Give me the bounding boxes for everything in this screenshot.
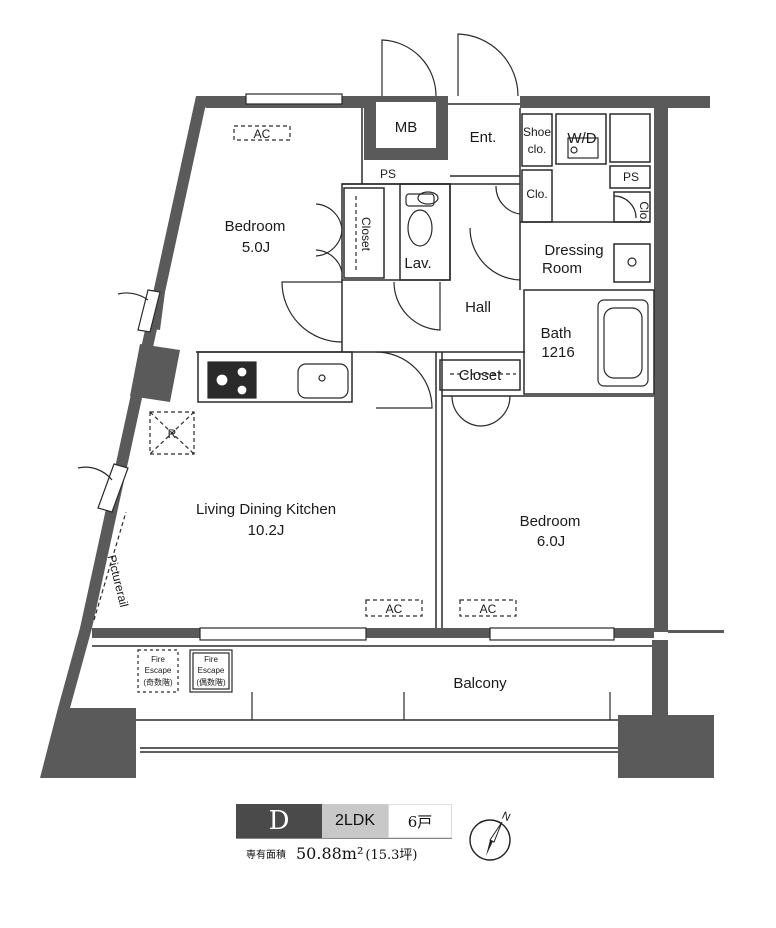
ps-right-label: PS [623, 170, 639, 184]
toilet-bowl [407, 209, 433, 247]
bedroom1-name: Bedroom [225, 218, 286, 235]
ps-top-label: PS [380, 167, 396, 181]
compass-north-label: N [500, 810, 512, 824]
ac-label-3: AC [480, 602, 497, 616]
picture-rail-label: Picturerail [105, 553, 131, 608]
fire-escape-2-line2: Escape [198, 666, 225, 675]
ldk-size: 10.2J [248, 522, 285, 539]
walls [40, 96, 724, 778]
wd-label: W/D [567, 130, 596, 147]
fire-escape-2-line1: Fire [204, 655, 218, 664]
bathtub [597, 299, 649, 387]
closet-hall-label: Closet [459, 367, 502, 384]
fixtures [93, 125, 649, 720]
doors [77, 33, 637, 481]
windows [97, 93, 615, 641]
range-hood-label: R [168, 427, 177, 441]
shoe-label-1: Shoe [523, 125, 551, 139]
area-value: 50.88m² [296, 843, 364, 863]
fire-escape-2-line3: (偶数階) [196, 677, 226, 687]
stove [207, 361, 257, 399]
dressing-label-1: Dressing [544, 242, 603, 259]
mb-label: MB [395, 119, 418, 136]
fire-escape-1-line1: Fire [151, 655, 165, 664]
area-label: 専有面積 [246, 849, 286, 861]
ac-label-2: AC [386, 602, 403, 616]
shoe-label-2: clo. [528, 142, 547, 156]
fire-escape-1-line3: (奇数階) [143, 677, 173, 687]
area-tsubo: (15.3坪) [365, 847, 418, 863]
unit-count: 6戸 [388, 804, 452, 838]
ldk-name: Living Dining Kitchen [196, 501, 336, 518]
clo-small-label: Clo. [637, 201, 651, 222]
unit-area-row: 専有面積 50.88m² (15.3坪) [236, 838, 452, 867]
fire-escape-1-line2: Escape [145, 666, 172, 675]
bath-label-2: 1216 [541, 344, 574, 361]
dressing-label-2: Room [542, 260, 582, 277]
floor-plan: Bedroom 5.0J Bedroom 6.0J Living Dining … [40, 33, 724, 778]
unit-type: D [236, 804, 322, 838]
hall-label: Hall [465, 299, 491, 316]
lav-label: Lav. [404, 255, 431, 272]
clo-label: Clo. [526, 187, 547, 201]
unit-layout: 2LDK [322, 804, 388, 838]
kitchen-sink [297, 363, 349, 399]
unit-info-header: D 2LDK 6戸 [236, 804, 452, 838]
balcony-label: Balcony [453, 675, 507, 692]
bedroom2-size: 6.0J [537, 533, 565, 550]
ac-label-1: AC [254, 127, 271, 141]
compass-icon: N [469, 810, 512, 861]
bedroom1-size: 5.0J [242, 239, 270, 256]
bedroom2-name: Bedroom [520, 513, 581, 530]
unit-info: D 2LDK 6戸 専有面積 50.88m² (15.3坪) [236, 804, 456, 866]
bath-label-1: Bath [541, 325, 572, 342]
partitions [92, 103, 655, 753]
entrance-label: Ent. [470, 129, 497, 146]
closet-vertical-label: Closet [359, 217, 373, 252]
